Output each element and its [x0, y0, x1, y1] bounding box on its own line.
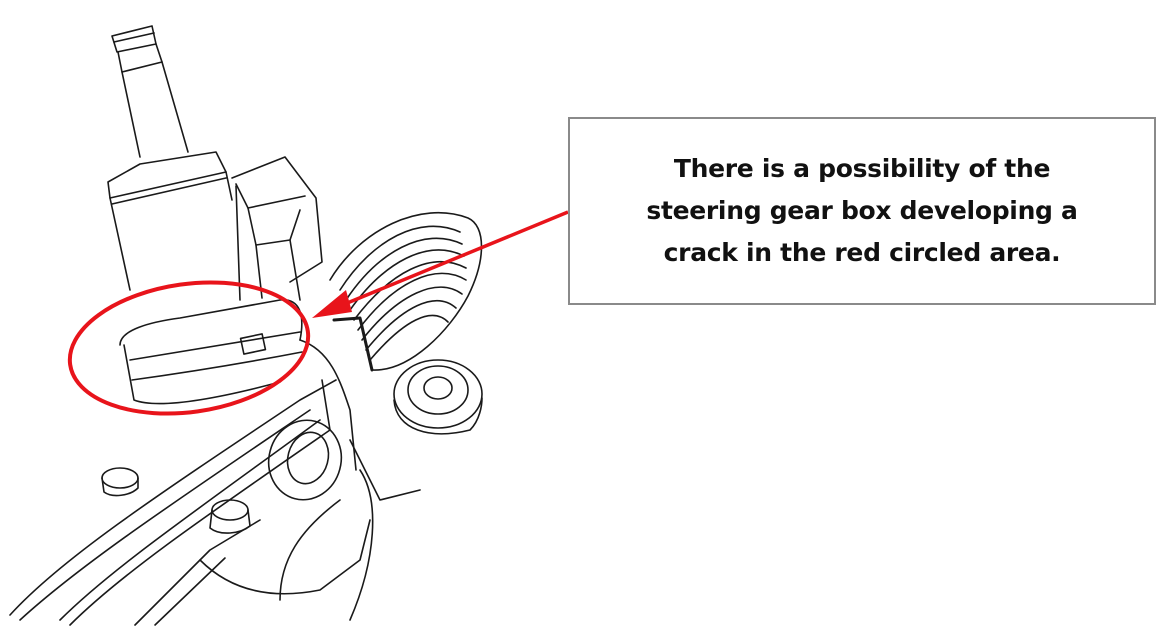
- crack-area-circle: [67, 280, 311, 416]
- callout-line-3: crack in the red circled area.: [663, 238, 1061, 267]
- steering-gear-line-drawing: [9, 25, 483, 626]
- callout-line-1: There is a possibility of the: [673, 154, 1051, 183]
- callout-box: There is a possibility of the steering g…: [568, 117, 1156, 305]
- callout-line-2: steering gear box developing a: [646, 196, 1078, 225]
- callout-text: There is a possibility of the steering g…: [646, 148, 1078, 274]
- pointer-arrow-icon: [312, 210, 569, 318]
- rubber-boot: [329, 211, 483, 372]
